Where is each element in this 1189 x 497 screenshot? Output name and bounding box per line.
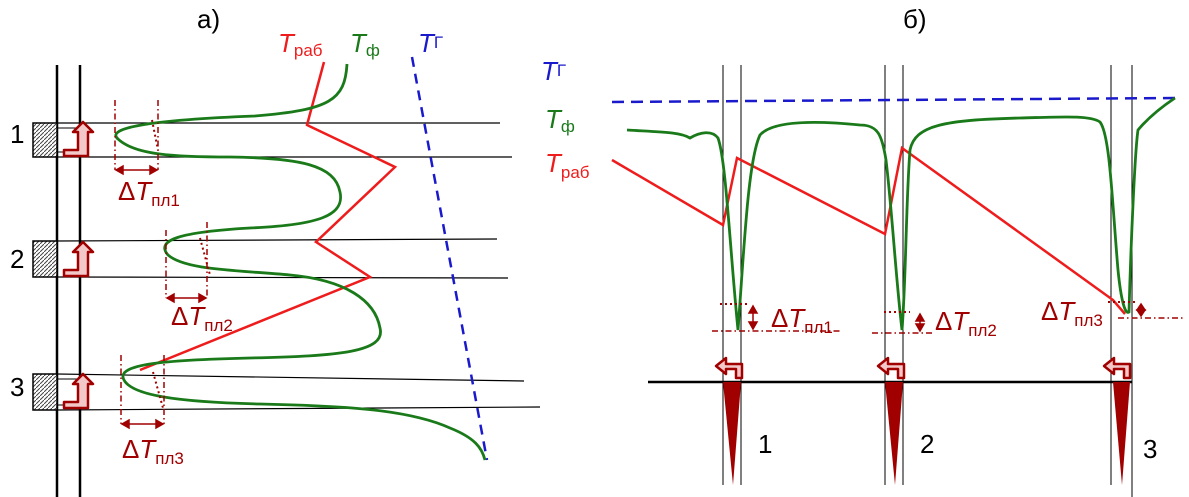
panel-a-label: а) — [197, 4, 220, 34]
gas-temperature-label-a: TГ — [418, 28, 443, 58]
work-temperature-label-a: Tраб — [278, 28, 323, 60]
layer-number-2: 2 — [10, 244, 24, 274]
panel-b: б) 1 2 3 — [541, 4, 1185, 497]
delta-label-b-1: ΔTпл1 — [771, 303, 833, 337]
delta-markers-b — [712, 301, 1185, 334]
gas-temperature-line — [410, 56, 489, 461]
panel-b-label: б) — [903, 4, 927, 34]
perforation-zones — [32, 122, 81, 411]
layer-number-3: 3 — [10, 372, 24, 402]
delta-markers — [114, 100, 211, 430]
outflow-arrow-3 — [1102, 356, 1132, 380]
delta-label-3: ΔTпл3 — [122, 434, 184, 468]
phase-temperature-label-b: Tф — [545, 104, 575, 136]
gas-temperature-line-b — [611, 96, 1176, 104]
gas-temperature-label-b: TГ — [541, 56, 566, 86]
well-number-2: 2 — [920, 429, 934, 459]
work-temperature-curve-b — [611, 145, 1126, 315]
perforation-zone-3 — [32, 373, 58, 411]
inflow-arrow-1 — [62, 120, 95, 158]
delta-label-2: ΔTпл2 — [171, 301, 233, 335]
well-lines — [722, 65, 1133, 497]
perforation-zone-2 — [32, 240, 58, 278]
phase-temperature-curve-b — [626, 96, 1176, 331]
work-temperature-label-b: Tраб — [545, 148, 590, 182]
well-cone-2 — [885, 382, 903, 485]
layer-number-1: 1 — [10, 119, 24, 149]
well-cone-3 — [1113, 382, 1130, 485]
outflow-arrow-2 — [876, 356, 906, 380]
delta-label-b-2: ΔTпл2 — [935, 306, 997, 340]
perforation-zone-1 — [32, 122, 58, 158]
well-number-3: 3 — [1143, 434, 1157, 464]
layer-boundaries — [56, 122, 541, 411]
delta-label-b-3: ΔTпл3 — [1041, 296, 1103, 330]
work-temperature-curve — [139, 61, 398, 372]
panel-a: а) 1 2 3 — [10, 4, 541, 497]
phase-temperature-label-a: Tф — [350, 28, 380, 60]
phase-temperature-curve — [114, 63, 487, 461]
inflow-arrow-2 — [62, 240, 95, 278]
outflow-arrow-1 — [714, 356, 744, 380]
well-cone-1 — [723, 382, 741, 485]
well-number-1: 1 — [758, 429, 772, 459]
delta-label-1: ΔTпл1 — [118, 176, 180, 210]
